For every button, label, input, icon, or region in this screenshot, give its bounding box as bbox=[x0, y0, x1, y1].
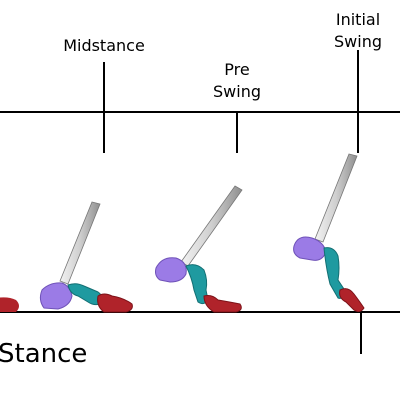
foot-block bbox=[39, 282, 73, 310]
prosthesis-midstance bbox=[39, 201, 133, 313]
prosthesis-initial-swing bbox=[293, 153, 365, 313]
toe-segment bbox=[97, 293, 133, 313]
pylon bbox=[314, 153, 358, 243]
pylon bbox=[180, 185, 243, 267]
initial-swing-label-line2: Swing bbox=[334, 32, 382, 51]
left-edge-toe bbox=[0, 297, 19, 312]
stance-label: Stance bbox=[0, 339, 87, 369]
initial-swing-label-line1: Initial bbox=[336, 10, 380, 29]
midstance-label: Midstance bbox=[63, 36, 145, 55]
pylon bbox=[59, 201, 101, 285]
toe-segment bbox=[203, 295, 242, 313]
pre-swing-label-line2: Swing bbox=[213, 82, 261, 101]
shank-segment bbox=[67, 283, 103, 306]
pre-swing-label-line1: Pre bbox=[224, 60, 249, 79]
foot-block bbox=[155, 257, 187, 283]
prosthesis-pre-swing bbox=[155, 185, 243, 313]
toe-segment bbox=[339, 288, 365, 313]
